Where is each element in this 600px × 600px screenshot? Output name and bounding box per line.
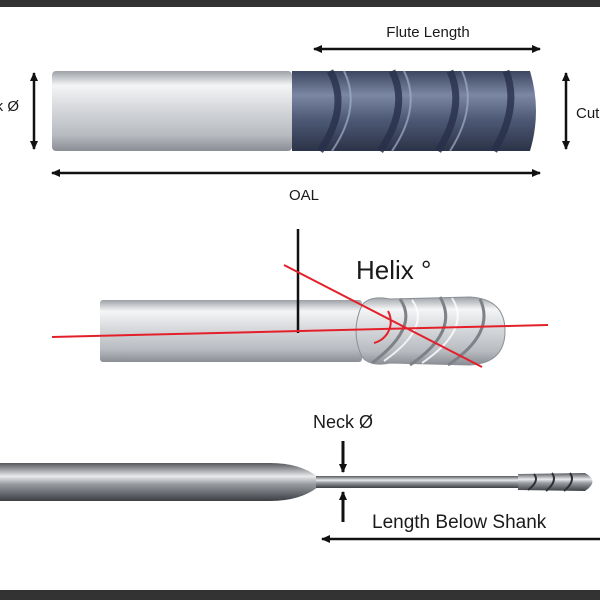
cut-diameter-label: Cut (576, 105, 600, 122)
micro-end-mill (0, 463, 593, 501)
end-mill-diagram: Flute Length k Ø Cut OAL Helix ° (0, 24, 600, 543)
tool1-flute-grooves (317, 69, 515, 153)
flute-length-label: Flute Length (386, 24, 469, 41)
tool3-flute-grooves (527, 472, 573, 492)
tool1-flute-highlights (331, 70, 469, 152)
helix-axis-line (51, 324, 549, 338)
helix-label: Helix ° (356, 255, 431, 285)
tool3-neck (316, 476, 520, 488)
diagram-canvas: Flute Length k Ø Cut OAL Helix ° (0, 7, 600, 590)
shank-diameter-label: k Ø (0, 98, 19, 115)
coated-end-mill (52, 69, 536, 153)
helix-angle-line (283, 264, 483, 368)
tool2-shank (100, 300, 362, 362)
length-below-shank-label: Length Below Shank (372, 512, 547, 533)
helix-angle-arc (373, 310, 392, 344)
tool3-shank (0, 463, 318, 501)
oal-label: OAL (289, 187, 319, 204)
tool1-shank (52, 71, 292, 151)
neck-diameter-label: Neck Ø (313, 412, 373, 432)
tool1-flutes (292, 71, 536, 151)
